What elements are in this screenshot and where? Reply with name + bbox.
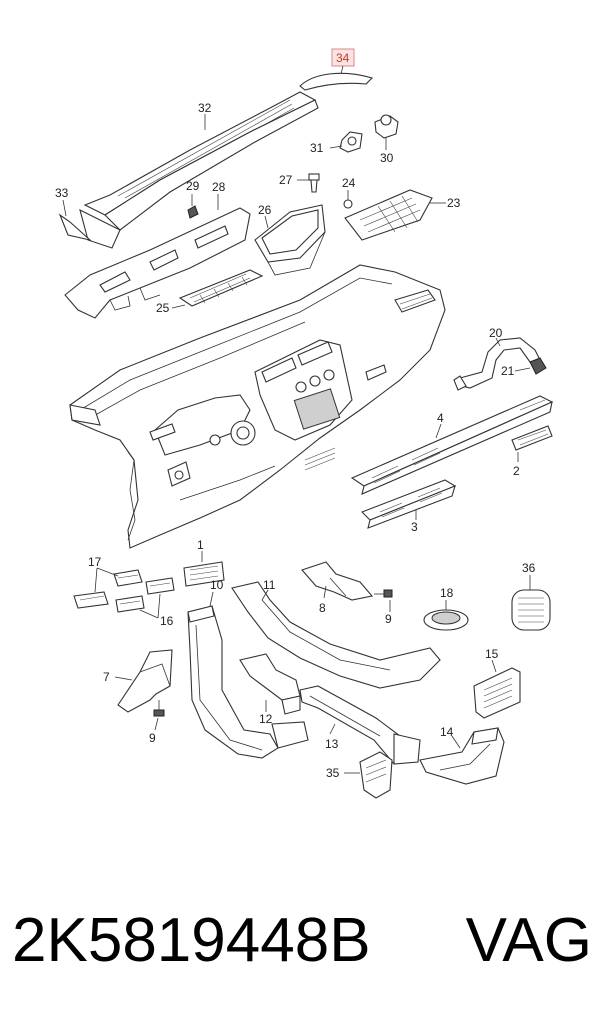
callout-7: 7 [103,670,110,684]
callout-20: 20 [489,326,503,340]
callout-27: 27 [279,173,293,187]
callout-24: 24 [342,176,356,190]
callout-34: 34 [331,48,355,79]
callout-12: 12 [259,712,273,726]
callout-11: 11 [263,578,276,592]
part-9-screw-b [374,589,393,598]
callout-26: 26 [258,203,272,217]
part-9-screw-a [153,700,165,717]
part-25-vent [178,269,264,307]
part-33 [58,213,92,242]
part-17-16-vents [73,569,175,613]
part-36-vent [511,589,551,631]
callout-18: 18 [440,586,454,600]
part-24 [343,199,353,209]
part-4-duct [350,395,554,495]
part-23-grille [344,189,433,241]
part-31 [339,131,363,153]
part-12-duct [239,653,301,715]
callout-16: 16 [160,614,174,628]
callout-23: 23 [447,196,461,210]
part-20-hose [453,337,541,391]
callout-28: 28 [212,180,226,194]
part-15-vent [473,667,521,719]
part-1-vent [183,561,225,587]
part-10-duct [187,605,309,759]
part-35-vent [359,751,393,799]
part-21 [529,357,547,375]
part-34-cover [299,72,374,91]
callout-36: 36 [522,561,536,575]
part-13-duct [299,685,421,765]
callout-8: 8 [319,601,326,615]
part-8-bracket [301,561,374,601]
parts-diagram: 34 32 33 31 30 27 24 23 [55,48,554,799]
part-26 [254,204,326,276]
callout-15: 15 [485,647,499,661]
part-14-duct [419,727,505,785]
part-11-duct [231,581,441,689]
part-28-carrier [64,207,251,319]
callout-32: 32 [198,101,212,115]
callout-17: 17 [88,555,102,569]
callout-3: 3 [411,520,418,534]
part-30 [374,114,399,139]
brand-label: VAG [465,905,592,975]
part-2-vent [511,425,553,451]
callout-10: 10 [210,578,224,592]
callout-29: 29 [186,179,200,193]
part-29 [187,205,199,219]
part-27-clip [308,173,320,193]
dashboard-panel [69,264,446,549]
callout-9-a: 9 [149,731,156,745]
part-3-duct [361,479,457,529]
part-number-label: 2K5819448B [12,905,371,975]
part-18 [423,609,469,631]
svg-text:34: 34 [336,51,350,65]
callout-33: 33 [55,186,69,200]
callout-25: 25 [156,301,170,315]
callout-4: 4 [437,411,444,425]
part-32-trim [79,91,319,249]
callout-13: 13 [325,737,339,751]
callout-9-b: 9 [385,612,392,626]
callout-14: 14 [440,725,454,739]
callout-31: 31 [310,141,324,155]
callout-30: 30 [380,151,394,165]
callout-1: 1 [197,538,204,552]
callout-21: 21 [501,364,515,378]
callout-2: 2 [513,464,520,478]
part-7-bracket [117,649,173,713]
callout-35: 35 [326,766,340,780]
caption: 2K5819448B VAG [12,895,592,985]
